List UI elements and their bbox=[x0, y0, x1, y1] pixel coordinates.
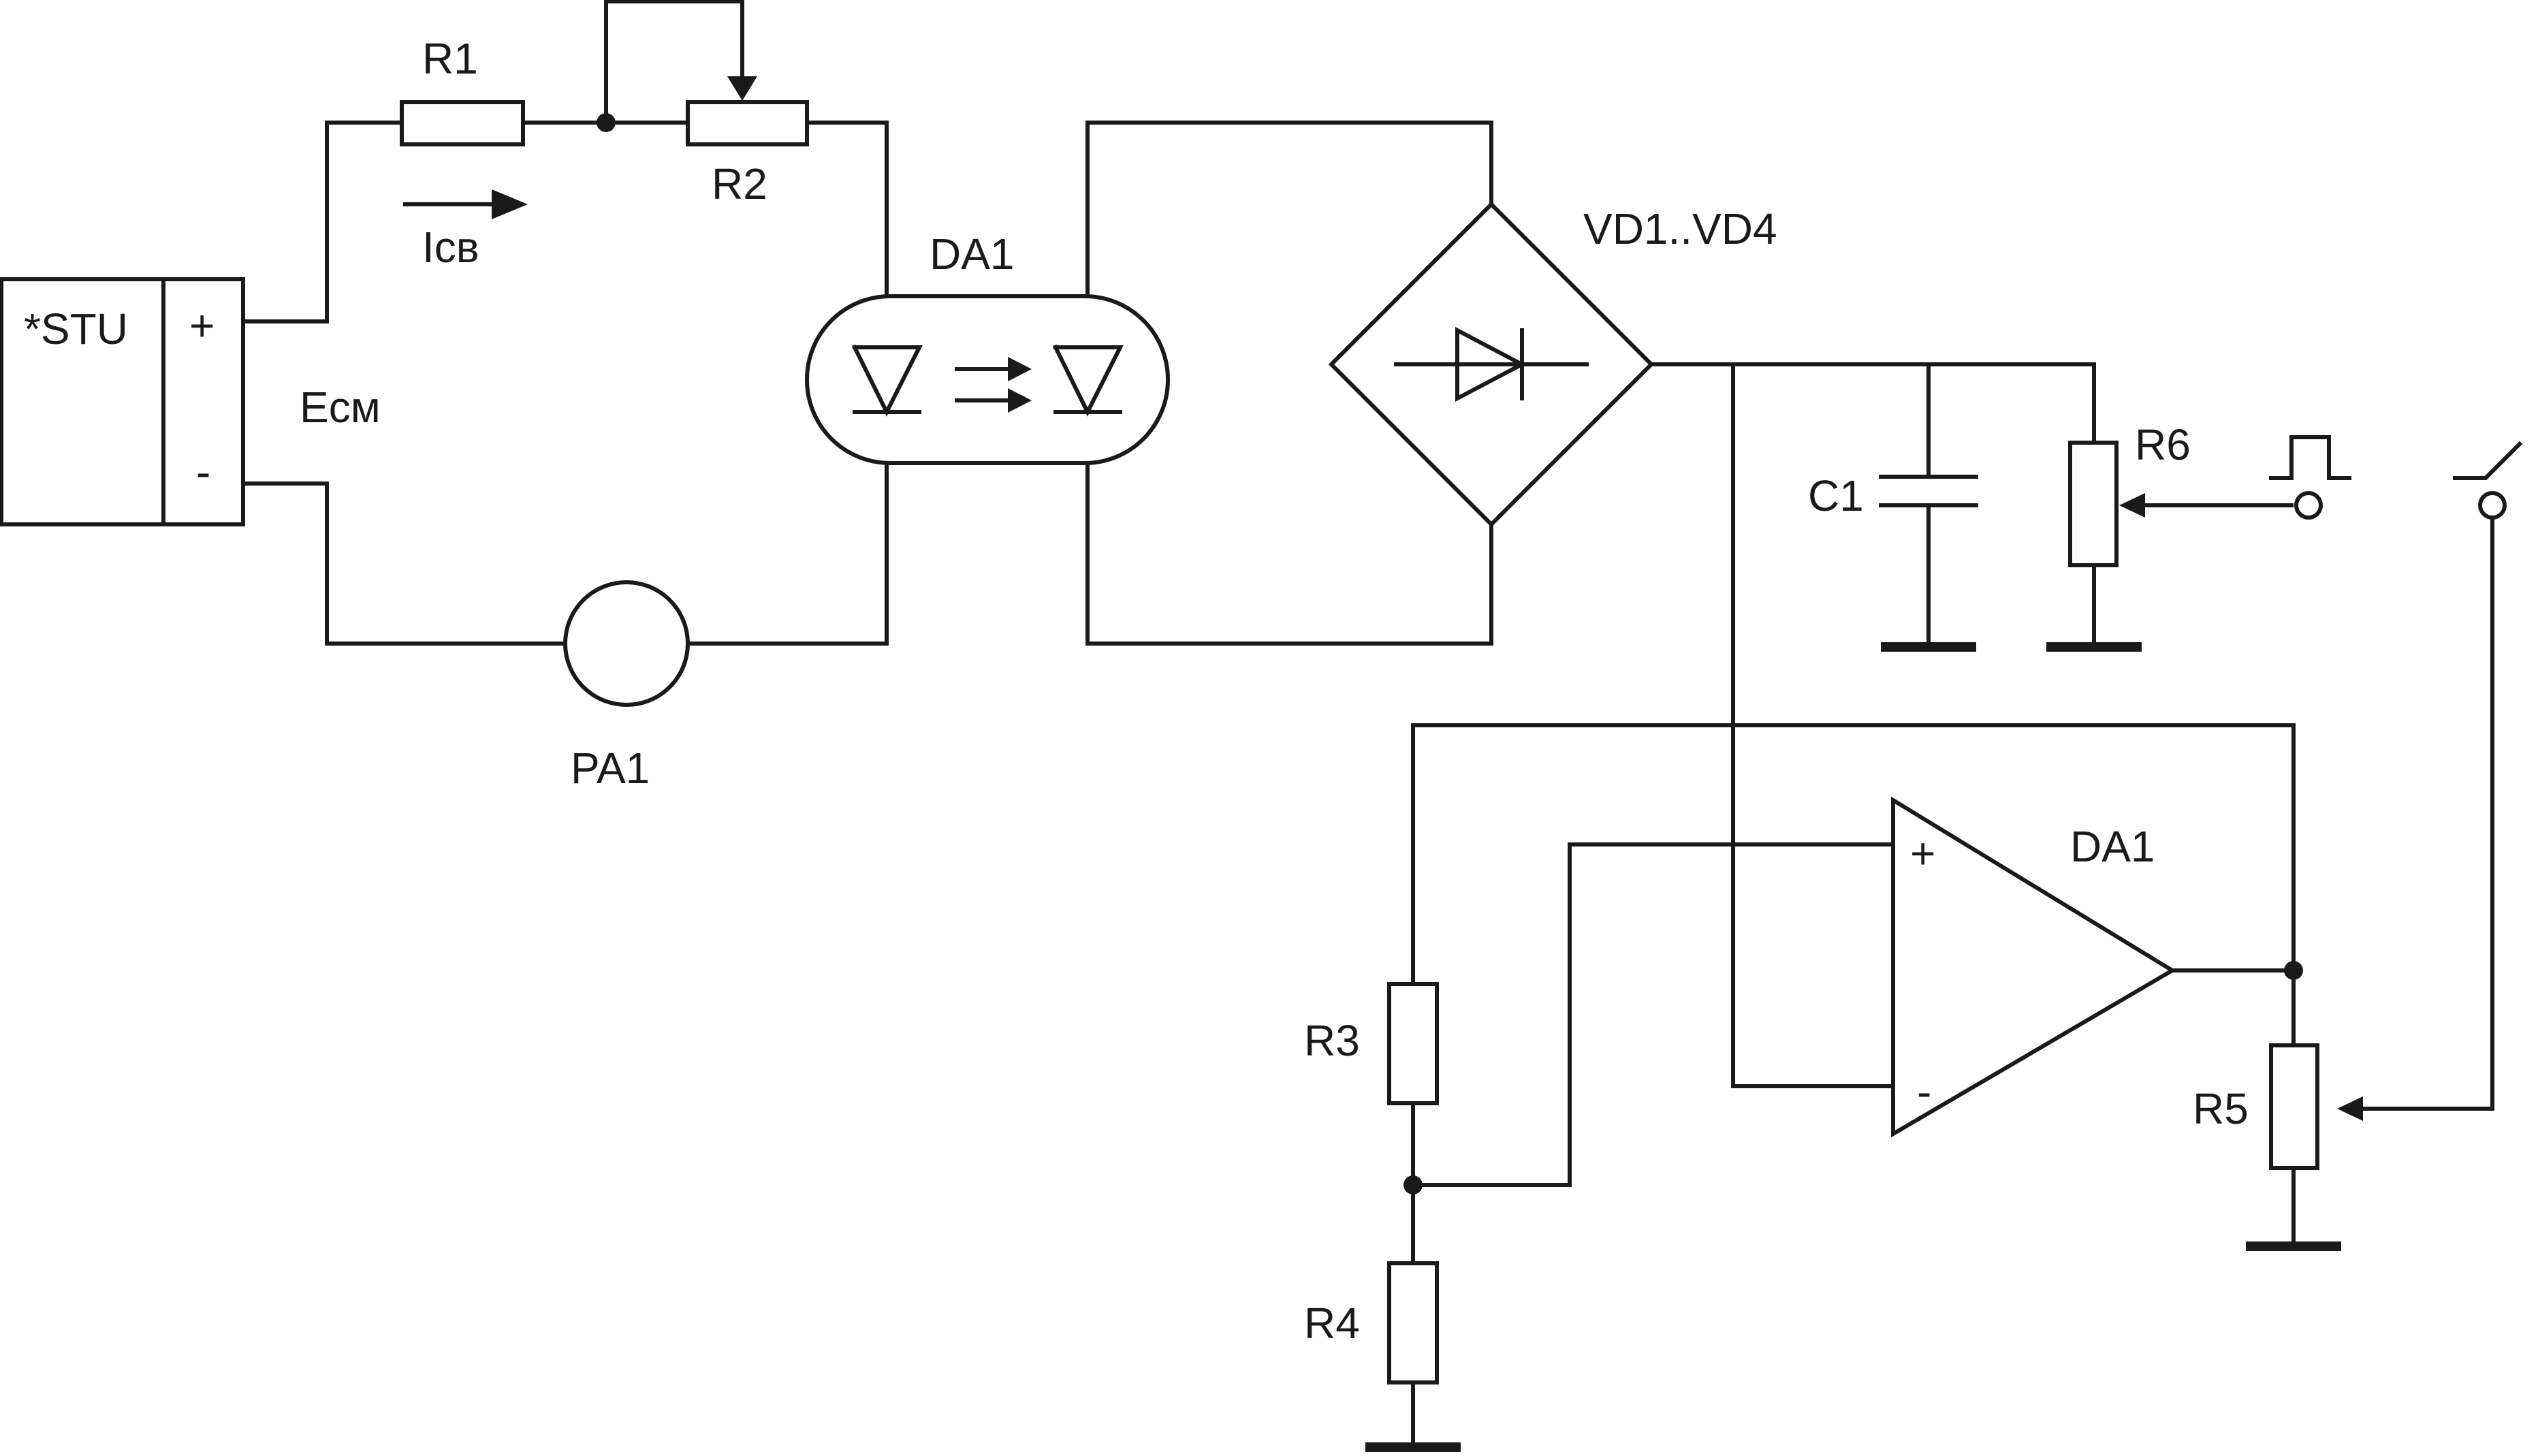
i-cb-label: Iсв bbox=[422, 223, 479, 272]
step-signal-icon bbox=[2453, 441, 2523, 480]
r1-resistor bbox=[400, 100, 525, 146]
op-minus-label: - bbox=[1917, 1067, 1931, 1116]
r6-label: R6 bbox=[2135, 420, 2191, 469]
r3-resistor bbox=[1387, 982, 1439, 1105]
r5-label: R5 bbox=[2193, 1084, 2249, 1133]
optocoupler bbox=[805, 294, 1170, 465]
r6-potentiometer bbox=[2046, 441, 2294, 652]
wire-bridge-output bbox=[1649, 362, 2096, 445]
current-arrow-head bbox=[492, 189, 528, 219]
wire-to-opamp-minus bbox=[1731, 362, 1895, 1088]
r5-potentiometer bbox=[2269, 1043, 2319, 1170]
r3-label: R3 bbox=[1304, 1016, 1360, 1065]
r6-terminal bbox=[2294, 491, 2323, 520]
junction-r1-r2 bbox=[597, 113, 616, 132]
wire-r2-wiper bbox=[604, 0, 744, 125]
wire-minus-to-pa1 bbox=[241, 481, 567, 646]
r2-resistor bbox=[686, 100, 809, 146]
op-amp bbox=[1891, 796, 2176, 1138]
wire-photodiode-bottom bbox=[1085, 461, 1493, 646]
wire-divider-to-plus bbox=[1411, 842, 1895, 1187]
junction-output bbox=[2284, 961, 2303, 980]
r4-label: R4 bbox=[1304, 1299, 1360, 1348]
r5-wiper-arrow bbox=[2337, 1096, 2363, 1121]
r5-input-terminal bbox=[2478, 491, 2507, 520]
e-cm-label: Eсм bbox=[300, 383, 381, 432]
stu-source bbox=[0, 277, 245, 526]
r1-label: R1 bbox=[422, 34, 478, 83]
pa1-label: PA1 bbox=[571, 744, 650, 793]
vd-label: VD1..VD4 bbox=[1583, 204, 1777, 253]
c1-capacitor bbox=[1879, 475, 1978, 652]
pulse-signal-icon bbox=[2269, 435, 2351, 480]
stu-label: *STU bbox=[24, 304, 128, 353]
c1-label: C1 bbox=[1808, 471, 1864, 520]
r4-resistor bbox=[1387, 1261, 1439, 1384]
r2-label: R2 bbox=[712, 159, 767, 208]
wire-plus-to-r1 bbox=[241, 121, 404, 323]
stu-plus-label: + bbox=[189, 301, 215, 350]
op-plus-label: + bbox=[1910, 829, 1935, 878]
diode-bridge bbox=[1328, 201, 1655, 528]
wire-feedback-top bbox=[1411, 723, 2296, 986]
stu-minus-label: - bbox=[196, 447, 210, 496]
pa1-meter bbox=[563, 580, 690, 707]
da1-opamp-label: DA1 bbox=[2070, 822, 2155, 871]
wire-photodiode-top bbox=[1085, 121, 1493, 298]
r2-wiper-arrow bbox=[727, 76, 757, 101]
da1-opto-label: DA1 bbox=[930, 230, 1015, 279]
